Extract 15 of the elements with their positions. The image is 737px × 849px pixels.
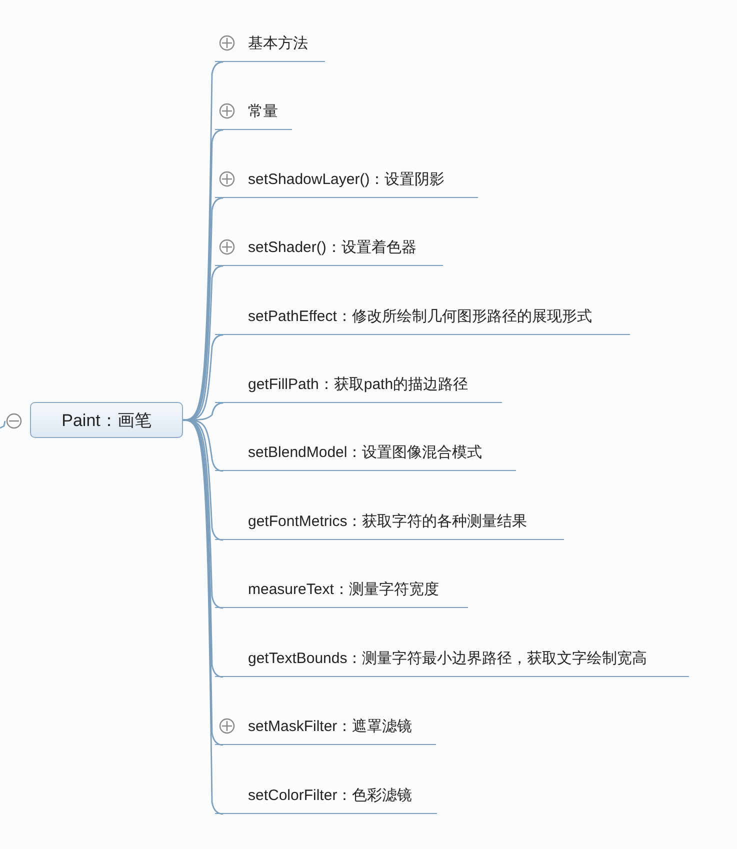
subtopic-label: setPathEffect：修改所绘制几何图形路径的展现形式 (248, 307, 592, 326)
topic-label: Paint：画笔 (62, 410, 152, 432)
connector-line (0, 420, 6, 429)
subtopic-label: getFontMetrics：获取字符的各种测量结果 (248, 512, 528, 531)
subtopic-label: setMaskFilter：遮罩滤镜 (248, 717, 412, 736)
subtopic-label: setBlendModel：设置图像混合模式 (248, 443, 482, 462)
subtopic-label: setShadowLayer()：设置阴影 (248, 170, 445, 189)
subtopic-label: getTextBounds：测量字符最小边界路径，获取文字绘制宽高 (248, 649, 648, 668)
topic-box (30, 402, 183, 438)
subtopic-label: getFillPath：获取path的描边路径 (248, 375, 468, 394)
subtopic-label: measureText：测量字符宽度 (248, 580, 439, 599)
subtopic-label: 常量 (248, 102, 278, 121)
subtopic-label: setColorFilter：色彩滤镜 (248, 786, 412, 805)
subtopic-label: setShader()：设置着色器 (248, 238, 416, 257)
subtopic-label: 基本方法 (248, 34, 308, 53)
